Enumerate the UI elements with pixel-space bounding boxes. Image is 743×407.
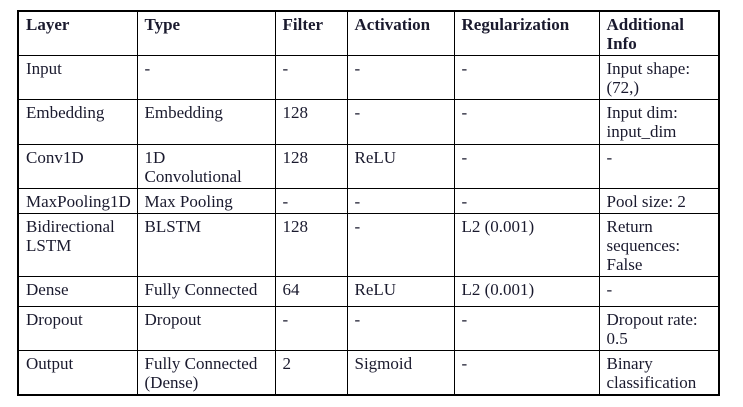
- cell-layer: Embedding: [17, 99, 138, 145]
- cell-regularization: -: [453, 350, 600, 396]
- model-architecture-table: Layer Type Filter Activation Regularizat…: [17, 10, 720, 396]
- cell-filter: 128: [274, 144, 348, 189]
- cell-type: Dropout: [136, 306, 276, 351]
- cell-filter: 128: [274, 213, 348, 277]
- cell-activation: -: [346, 99, 455, 145]
- cell-filter: 128: [274, 99, 348, 145]
- header-activation: Activation: [346, 10, 455, 56]
- table-header-row: Layer Type Filter Activation Regularizat…: [17, 10, 720, 56]
- cell-additional-info: -: [598, 144, 720, 189]
- cell-activation: -: [346, 213, 455, 277]
- cell-activation: ReLU: [346, 144, 455, 189]
- cell-type: -: [136, 55, 276, 100]
- cell-type: Fully Connected (Dense): [136, 350, 276, 396]
- cell-regularization: -: [453, 188, 600, 214]
- cell-filter: -: [274, 306, 348, 351]
- cell-activation: -: [346, 306, 455, 351]
- cell-layer: Dropout: [17, 306, 138, 351]
- cell-layer: MaxPooling1D: [17, 188, 138, 214]
- cell-type: BLSTM: [136, 213, 276, 277]
- cell-regularization: -: [453, 55, 600, 100]
- header-additional-info: Additional Info: [598, 10, 720, 56]
- cell-layer: Output: [17, 350, 138, 396]
- cell-type: Fully Connected: [136, 276, 276, 307]
- cell-regularization: -: [453, 99, 600, 145]
- header-type: Type: [136, 10, 276, 56]
- cell-layer: Dense: [17, 276, 138, 307]
- cell-activation: Sigmoid: [346, 350, 455, 396]
- cell-additional-info: Dropout rate: 0.5: [598, 306, 720, 351]
- row-conv1d: Conv1D 1D Convolutional 128 ReLU - -: [17, 144, 720, 189]
- cell-filter: 64: [274, 276, 348, 307]
- cell-filter: 2: [274, 350, 348, 396]
- cell-layer: Conv1D: [17, 144, 138, 189]
- cell-type: Max Pooling: [136, 188, 276, 214]
- row-embedding: Embedding Embedding 128 - - Input dim: i…: [17, 99, 720, 145]
- cell-regularization: -: [453, 144, 600, 189]
- cell-layer: Bidirectional LSTM: [17, 213, 138, 277]
- row-output: Output Fully Connected (Dense) 2 Sigmoid…: [17, 350, 720, 396]
- row-input: Input - - - - Input shape: (72,): [17, 55, 720, 100]
- cell-filter: -: [274, 188, 348, 214]
- cell-regularization: L2 (0.001): [453, 213, 600, 277]
- cell-activation: ReLU: [346, 276, 455, 307]
- cell-activation: -: [346, 188, 455, 214]
- cell-regularization: -: [453, 306, 600, 351]
- cell-additional-info: Return sequences: False: [598, 213, 720, 277]
- header-layer: Layer: [17, 10, 138, 56]
- row-dropout: Dropout Dropout - - - Dropout rate: 0.5: [17, 306, 720, 351]
- cell-filter: -: [274, 55, 348, 100]
- cell-additional-info: -: [598, 276, 720, 307]
- cell-additional-info: Input dim: input_dim: [598, 99, 720, 145]
- cell-activation: -: [346, 55, 455, 100]
- row-bidirectional-lstm: Bidirectional LSTM BLSTM 128 - L2 (0.001…: [17, 213, 720, 277]
- header-filter: Filter: [274, 10, 348, 56]
- row-dense: Dense Fully Connected 64 ReLU L2 (0.001)…: [17, 276, 720, 307]
- header-regularization: Regularization: [453, 10, 600, 56]
- cell-regularization: L2 (0.001): [453, 276, 600, 307]
- cell-additional-info: Input shape: (72,): [598, 55, 720, 100]
- cell-layer: Input: [17, 55, 138, 100]
- cell-additional-info: Pool size: 2: [598, 188, 720, 214]
- cell-type: 1D Convolutional: [136, 144, 276, 189]
- cell-type: Embedding: [136, 99, 276, 145]
- row-maxpooling1d: MaxPooling1D Max Pooling - - - Pool size…: [17, 188, 720, 214]
- cell-additional-info: Binary classification: [598, 350, 720, 396]
